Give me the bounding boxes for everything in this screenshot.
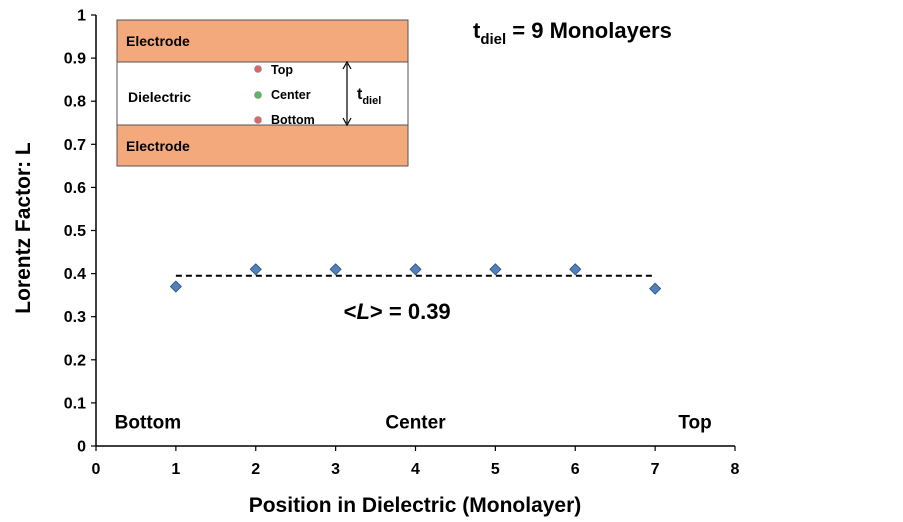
data-point-diamond bbox=[569, 263, 582, 276]
y-tick-label: 0.5 bbox=[64, 223, 86, 240]
thickness-label: tdiel bbox=[357, 86, 381, 107]
y-tick-label: 0.9 bbox=[64, 51, 86, 68]
data-point-diamond bbox=[169, 280, 182, 293]
y-tick-label: 0.3 bbox=[64, 309, 86, 326]
thickness-arrow-head-bottom bbox=[342, 117, 352, 127]
y-axis-ticks: 0 0.1 0.2 0.3 0.4 0.5 0.6 0.7 0.8 0.9 1 bbox=[64, 8, 96, 456]
y-tick-label: 0.6 bbox=[64, 180, 86, 197]
chart-title-main: t bbox=[473, 18, 481, 43]
annotation-bottom: Bottom bbox=[115, 412, 181, 433]
electrode-bottom bbox=[116, 124, 409, 167]
chart-title-sub: diel bbox=[480, 31, 506, 48]
electrode-top bbox=[116, 19, 409, 63]
electrode-bottom-label: Electrode bbox=[126, 138, 190, 154]
x-axis-ticks: 0 1 2 3 4 5 6 7 8 bbox=[92, 446, 740, 478]
y-tick-label: 0.4 bbox=[64, 266, 86, 283]
inset-point-bottom-label: Bottom bbox=[271, 113, 315, 127]
y-axis-title: Lorentz Factor: L bbox=[12, 142, 35, 314]
y-tick-label: 0.8 bbox=[64, 94, 86, 111]
data-point-diamond bbox=[409, 263, 422, 276]
x-axis-title: Position in Dielectric (Monolayer) bbox=[249, 494, 582, 517]
dielectric-label: Dielectric bbox=[128, 89, 191, 105]
y-tick-label: 1 bbox=[77, 8, 86, 25]
data-point-diamond bbox=[329, 263, 342, 276]
thickness-label-sub: diel bbox=[362, 95, 381, 107]
average-value-label: <L> = 0.39 bbox=[344, 299, 451, 324]
inset-point-center-label: Center bbox=[271, 88, 311, 102]
y-tick-label: 0.2 bbox=[64, 352, 86, 369]
data-points bbox=[169, 263, 662, 295]
average-label-pre: < bbox=[344, 299, 357, 324]
inset-point-top-label: Top bbox=[271, 63, 293, 77]
annotation-center: Center bbox=[385, 412, 446, 433]
data-point-diamond bbox=[649, 282, 662, 295]
thickness-arrow-head-top bbox=[342, 60, 352, 70]
y-tick-label: 0 bbox=[77, 439, 86, 456]
x-tick-label: 1 bbox=[171, 461, 180, 478]
x-tick-label: 4 bbox=[411, 461, 420, 478]
electrode-top-label: Electrode bbox=[126, 33, 190, 49]
inset-point-bottom-dot bbox=[254, 116, 262, 124]
average-label-post: > = 0.39 bbox=[370, 299, 451, 324]
y-tick-label: 0.7 bbox=[64, 137, 86, 154]
thickness-label-main: t bbox=[357, 86, 363, 103]
inset-point-center-dot bbox=[254, 91, 262, 99]
data-point-diamond bbox=[489, 263, 502, 276]
x-tick-label: 3 bbox=[331, 461, 340, 478]
x-tick-label: 7 bbox=[651, 461, 660, 478]
data-point-diamond bbox=[249, 263, 262, 276]
x-tick-label: 0 bbox=[92, 461, 101, 478]
y-tick-label: 0.1 bbox=[64, 395, 86, 412]
inset-schematic: Electrode Electrode Dielectric Top Cente… bbox=[116, 19, 409, 167]
x-tick-label: 6 bbox=[571, 461, 580, 478]
chart-title: tdiel = 9 Monolayers bbox=[473, 18, 672, 48]
annotation-top: Top bbox=[678, 412, 711, 433]
x-tick-label: 8 bbox=[731, 461, 740, 478]
chart-title-rest: = 9 Monolayers bbox=[506, 18, 672, 43]
inset-point-top-dot bbox=[254, 65, 262, 73]
x-tick-label: 5 bbox=[491, 461, 500, 478]
x-tick-label: 2 bbox=[251, 461, 260, 478]
average-label-italic: L bbox=[356, 299, 369, 324]
